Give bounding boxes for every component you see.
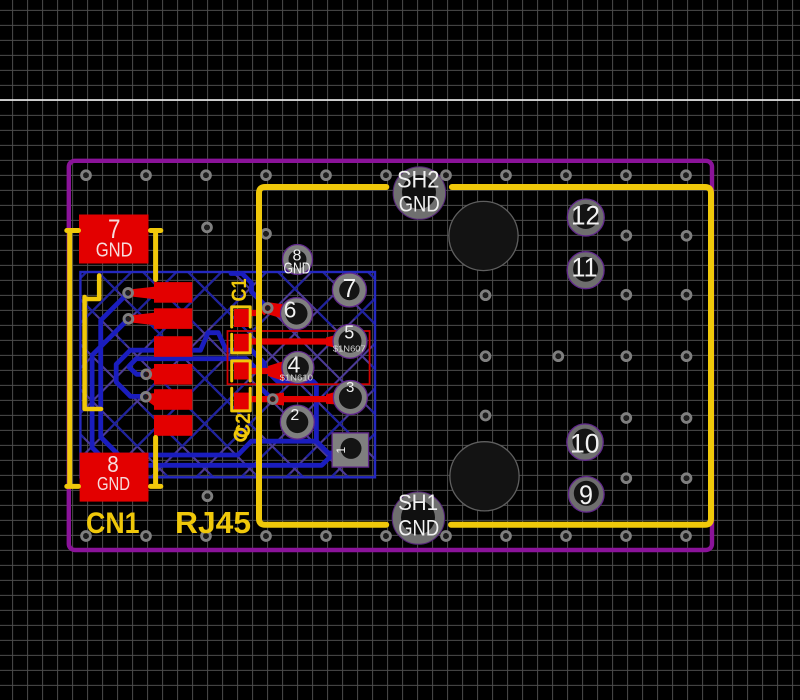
- svg-text:5: 5: [344, 323, 354, 343]
- svg-text:GND: GND: [96, 240, 133, 262]
- svg-text:GND: GND: [399, 192, 440, 217]
- svg-text:11: 11: [572, 253, 598, 283]
- svg-text:GND: GND: [97, 474, 130, 494]
- svg-text:$1N610: $1N610: [280, 373, 314, 383]
- svg-text:GND: GND: [398, 516, 439, 541]
- svg-text:2: 2: [290, 407, 299, 424]
- svg-text:7: 7: [108, 214, 121, 244]
- svg-text:SH2: SH2: [397, 166, 440, 193]
- svg-text:SH1: SH1: [398, 490, 438, 515]
- svg-text:$1N607: $1N607: [333, 343, 366, 353]
- svg-text:1: 1: [334, 447, 348, 454]
- svg-text:7: 7: [343, 273, 357, 303]
- svg-text:C2: C2: [232, 413, 255, 438]
- svg-text:6: 6: [284, 297, 297, 323]
- svg-text:C1: C1: [228, 278, 251, 301]
- svg-text:8: 8: [293, 248, 302, 265]
- svg-text:3: 3: [346, 379, 354, 396]
- svg-text:4: 4: [288, 352, 301, 378]
- svg-text:RJ45: RJ45: [175, 505, 251, 540]
- svg-text:12: 12: [571, 201, 600, 231]
- svg-text:8: 8: [107, 451, 119, 477]
- svg-text:10: 10: [570, 428, 600, 458]
- svg-text:9: 9: [579, 480, 593, 510]
- svg-text:CN1: CN1: [86, 507, 140, 540]
- svg-text:GND: GND: [284, 261, 311, 278]
